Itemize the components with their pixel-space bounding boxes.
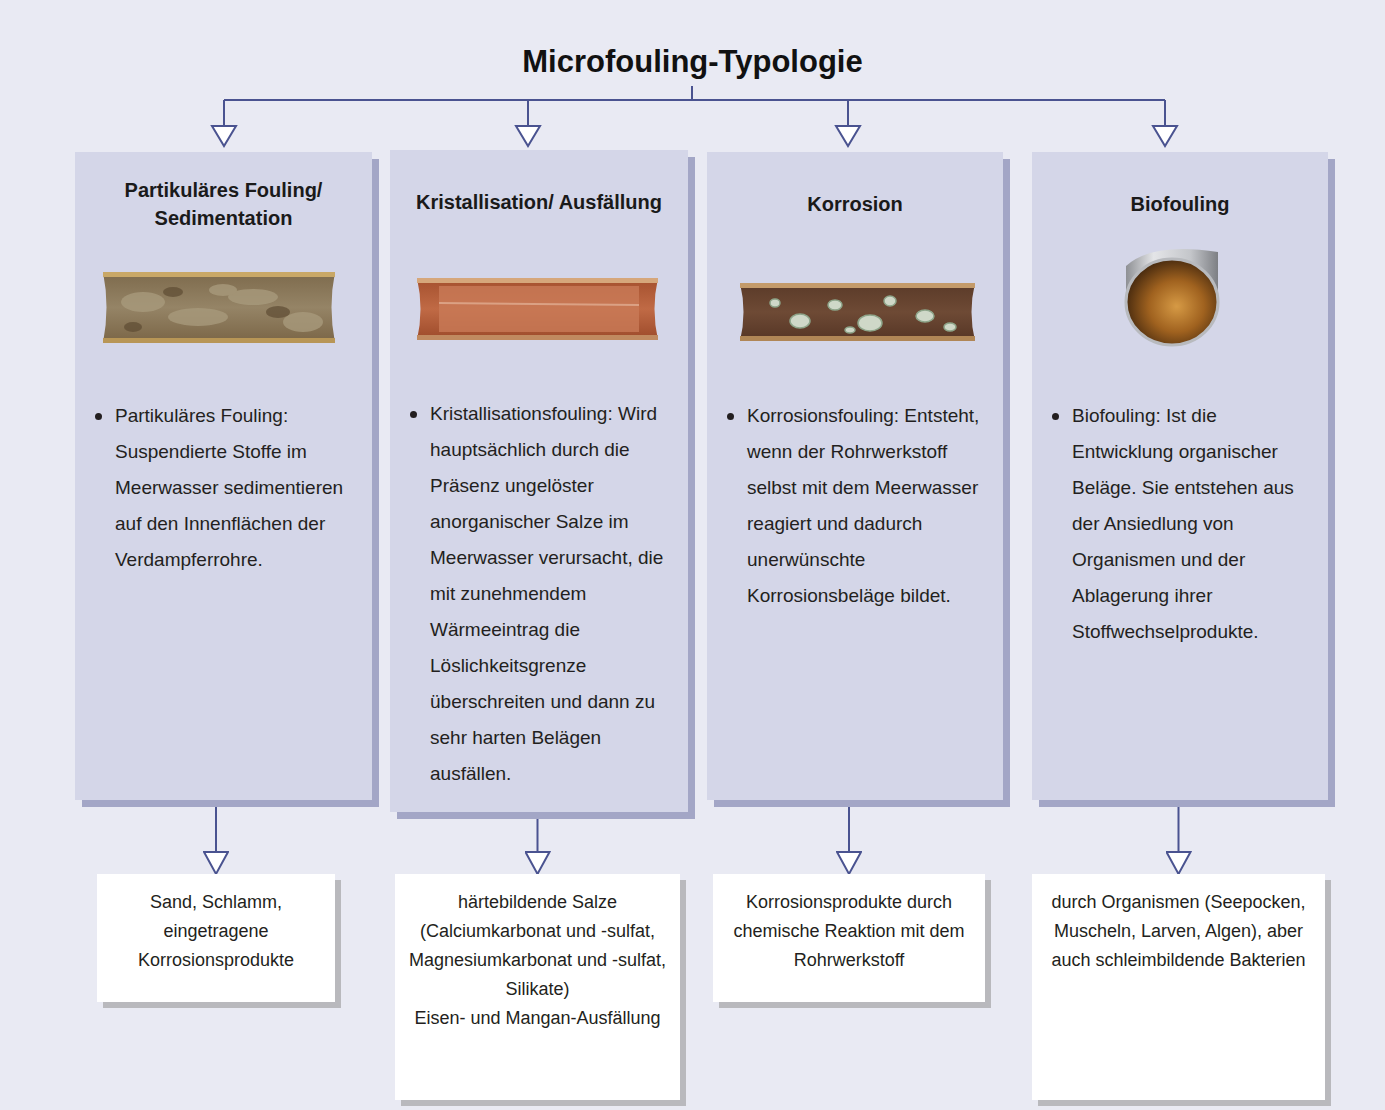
bracket-lines [224,86,1165,126]
column-heading: Partikuläres Fouling/ Sedimentation [89,174,358,234]
pipe-body [417,278,658,340]
open-arrowhead [1153,126,1177,146]
column-description: Kristallisationsfouling: Wird hauptsächl… [404,396,674,792]
diagram-title: Microfouling-Typologie [516,44,868,79]
arrow-connector [215,800,217,874]
result-text: Sand, Schlamm, eingetragene Korrosionspr… [107,888,325,975]
bullet-dot [95,413,102,420]
pipe-edge [740,283,975,288]
bracket-drop [847,100,849,126]
scale-layer [439,286,639,332]
pipe-opening [1126,259,1218,345]
description-text: Korrosionsfouling: Entsteht, wenn der Ro… [747,405,979,606]
column-heading: Biofouling [1046,174,1314,234]
arrow-connector [848,800,850,874]
pipe-edge [740,336,975,341]
bracket-stem [691,86,693,100]
pipe-body [103,272,335,343]
category-column: Kristallisation/ AusfällungKristallisati… [390,150,688,812]
arrow-connector [537,812,539,874]
category-column: BiofoulingBiofouling: Ist die Entwicklun… [1032,152,1328,800]
pipe-edge [103,338,335,343]
category-column: KorrosionKorrosionsfouling: Entsteht, we… [707,152,1003,800]
corrosion-spots [770,296,956,333]
bracket-heads [212,126,1177,146]
bullet-dot [727,413,734,420]
result-box: durch Organismen (Seepocken, Muscheln, L… [1032,874,1325,1100]
open-arrowhead [516,126,540,146]
result-text: durch Organismen (Seepocken, Muscheln, L… [1042,888,1315,975]
result-box: Sand, Schlamm, eingetragene Korrosionspr… [97,874,335,1002]
pipe-edge [417,335,658,340]
bracket-drop [1164,100,1166,126]
open-arrowhead [836,126,860,146]
scale-streak [439,303,639,305]
description-text: Partikuläres Fouling: Suspendierte Stoff… [115,405,343,570]
pipe-sediment-illustration [103,272,335,343]
sediment-patches [121,284,323,332]
pipe-body [740,283,975,341]
description-text: Biofouling: Ist die Entwicklung organisc… [1072,405,1294,642]
pipe-biofouling-illustration [1122,240,1222,348]
diagram-title-row: Microfouling-Typologie [0,44,1385,80]
pipe-corrosion-illustration [740,283,975,341]
column-heading: Kristallisation/ Ausfällung [404,172,674,232]
result-box: härtebildende Salze (Calciumkarbonat und… [395,874,680,1100]
column-description: Korrosionsfouling: Entsteht, wenn der Ro… [721,398,989,614]
sediment-spots [124,287,290,332]
result-text: Korrosionsprodukte durch chemische Reakt… [723,888,975,975]
pipe-scale-illustration [417,278,658,340]
column-description: Partikuläres Fouling: Suspendierte Stoff… [89,398,358,578]
pipe-edge [103,272,335,277]
column-heading: Korrosion [721,174,989,234]
column-description: Biofouling: Ist die Entwicklung organisc… [1046,398,1314,650]
result-text: härtebildende Salze (Calciumkarbonat und… [405,888,670,1004]
bracket-drop [527,100,529,126]
bullet-dot [1052,413,1059,420]
description-text: Kristallisationsfouling: Wird hauptsächl… [430,403,663,784]
result-text: Eisen- und Mangan-Ausfällung [405,1004,670,1033]
category-column: Partikuläres Fouling/ SedimentationParti… [75,152,372,800]
open-arrowhead [212,126,236,146]
arrow-connector [1178,800,1180,874]
pipe-edge [417,278,658,283]
bracket-bar [224,99,1165,101]
bracket-drop [223,100,225,126]
bullet-dot [410,411,417,418]
result-box: Korrosionsprodukte durch chemische Reakt… [713,874,985,1002]
